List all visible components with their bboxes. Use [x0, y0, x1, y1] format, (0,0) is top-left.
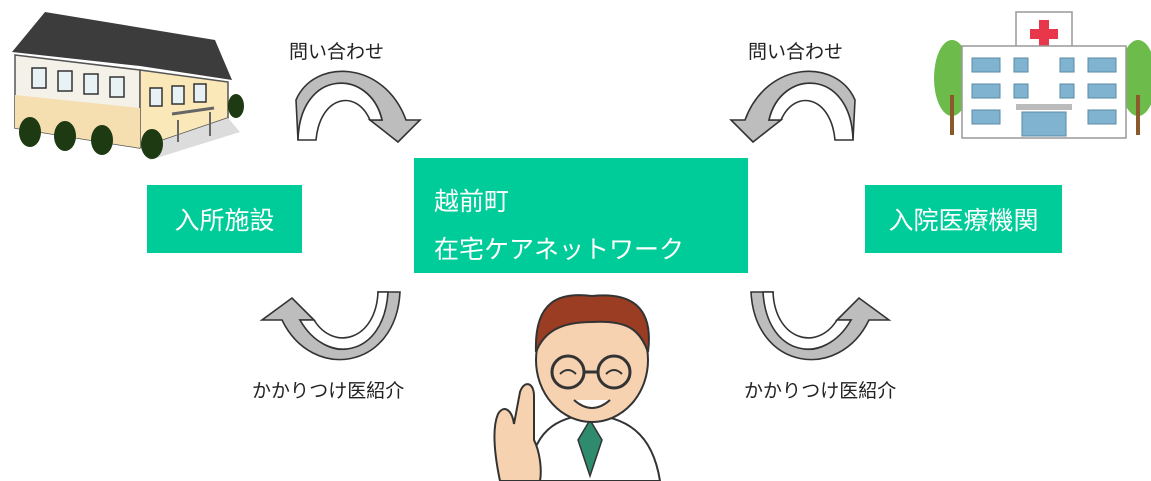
inquiry-left-label: 問い合わせ [289, 41, 385, 63]
network-label-line2: 在宅ケアネットワーク [434, 235, 685, 264]
facility-building-icon [12, 12, 244, 160]
hospital-label: 入院医療機関 [888, 206, 1039, 235]
facility-node: 入所施設 [147, 185, 302, 253]
doctor-illustration-icon [493, 294, 662, 481]
referral-left-label: かかりつけ医紹介 [252, 380, 405, 402]
network-label-line1: 越前町 [434, 187, 510, 216]
referral-right-label: かかりつけ医紹介 [744, 380, 897, 402]
network-node: 越前町 在宅ケアネットワーク [414, 158, 748, 273]
facility-label: 入所施設 [174, 206, 275, 235]
curved-arrow-icon [259, 70, 892, 361]
hospital-node: 入院医療機関 [865, 185, 1062, 253]
hospital-building-icon [934, 11, 1151, 139]
inquiry-right-label: 問い合わせ [748, 41, 844, 63]
